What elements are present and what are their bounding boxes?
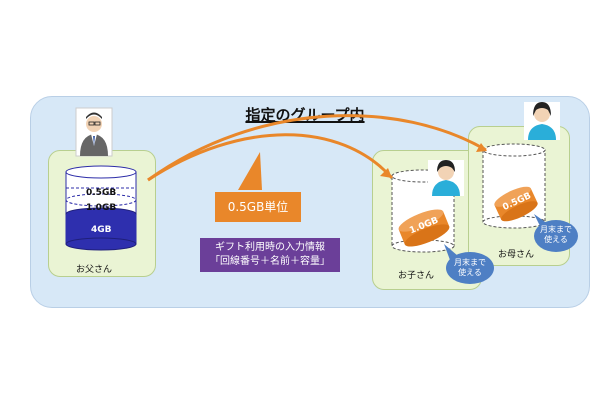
father-seg1: 0.5GB bbox=[86, 188, 117, 198]
father-seg2: 1.0GB bbox=[86, 203, 117, 213]
child-bubble: 月末まで 使える bbox=[446, 252, 494, 284]
info-box: ギフト利用時の入力情報 「回線番号＋名前＋容量」 bbox=[200, 238, 340, 272]
father-cylinder bbox=[65, 165, 137, 251]
arrow-head-mother bbox=[476, 143, 487, 152]
child-label: お子さん bbox=[398, 271, 435, 281]
mother-bubble: 月末まで 使える bbox=[534, 220, 578, 252]
mother-avatar bbox=[524, 102, 560, 140]
arrow-head-child bbox=[380, 168, 392, 178]
father-label: お父さん bbox=[76, 265, 113, 275]
unit-box: 0.5GB単位 bbox=[215, 192, 301, 222]
info-line2: 「回線番号＋名前＋容量」 bbox=[210, 256, 330, 267]
child-avatar bbox=[428, 160, 464, 196]
group-title: 指定のグループ内 bbox=[245, 106, 365, 124]
unit-box-pointer bbox=[238, 152, 262, 190]
mother-gift-puck bbox=[494, 186, 538, 222]
info-line1: ギフト利用時の入力情報 bbox=[215, 242, 325, 253]
father-avatar bbox=[75, 107, 113, 157]
mother-label: お母さん bbox=[498, 250, 535, 260]
transfer-arrows bbox=[147, 114, 487, 182]
child-gift-puck bbox=[398, 209, 450, 247]
father-seg3: 4GB bbox=[91, 225, 112, 235]
